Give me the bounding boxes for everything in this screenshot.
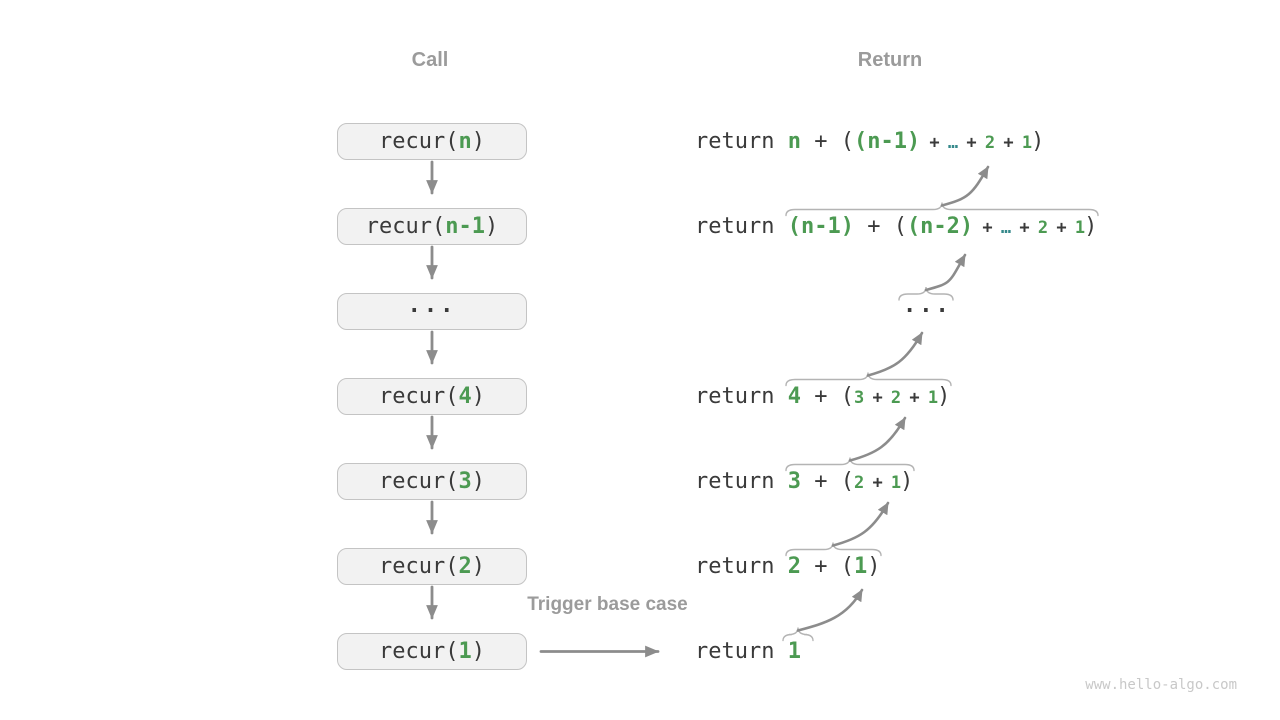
overbrace — [785, 457, 915, 472]
code-segment: + — [863, 472, 891, 493]
code-segment: return — [695, 468, 788, 494]
code-segment: recur( — [379, 128, 459, 154]
code-segment: return — [695, 553, 788, 579]
return-flow-arrow — [866, 331, 924, 377]
code-segment: return — [695, 213, 788, 239]
code-segment: 1 — [927, 387, 938, 408]
code-segment: 2 — [787, 553, 801, 579]
code-segment: 1 — [1021, 132, 1032, 153]
return-line: return n + ((n-1) + … + 2 + 1) — [695, 127, 1044, 157]
code-segment: (n-1) — [853, 128, 921, 154]
code-segment: ) — [484, 213, 499, 239]
code-segment: + — [863, 387, 891, 408]
code-segment: ) — [471, 468, 485, 494]
code-segment: n — [787, 128, 801, 154]
code-segment: ) — [1031, 128, 1045, 154]
code-segment: recur( — [365, 213, 446, 239]
code-segment: 1 — [787, 638, 801, 664]
code-segment: 1 — [458, 638, 472, 664]
code-segment: recur( — [379, 383, 459, 409]
code-segment: n — [458, 128, 472, 154]
code-segment: + — [920, 132, 948, 153]
return-flow-arrow — [796, 588, 864, 632]
code-segment: + — [994, 132, 1022, 153]
code-segment: return — [695, 383, 788, 409]
code-segment: + ( — [800, 553, 854, 579]
return-line: return 3 + (2 + 1) — [695, 467, 913, 497]
overbrace — [898, 286, 954, 301]
code-segment: 1 — [1074, 217, 1085, 238]
code-segment: ) — [471, 128, 485, 154]
code-segment: + — [900, 387, 928, 408]
code-segment: … — [947, 132, 958, 153]
code-segment: 2 — [984, 132, 995, 153]
code-segment: 3 — [787, 468, 801, 494]
code-segment: ) — [471, 553, 485, 579]
call-column-header: Call — [411, 49, 449, 71]
code-segment: recur( — [379, 553, 459, 579]
call-stack-box: recur(4) — [337, 378, 527, 415]
code-segment: + ( — [800, 383, 854, 409]
code-segment: (n-1) — [787, 213, 854, 239]
code-segment: 1 — [853, 553, 868, 579]
return-flow-arrow — [924, 253, 967, 292]
code-segment: + ( — [800, 468, 854, 494]
call-stack-box: recur(3) — [337, 463, 527, 500]
code-segment: 3 — [853, 387, 864, 408]
return-line: return 2 + (1) — [695, 552, 880, 582]
overbrace — [785, 372, 952, 387]
code-segment: return — [695, 128, 788, 154]
code-segment: ) — [471, 383, 485, 409]
return-line: return 4 + (3 + 2 + 1) — [695, 382, 950, 412]
code-segment: 3 — [458, 468, 472, 494]
code-segment: ) — [937, 383, 951, 409]
call-stack-box: recur(n-1) — [337, 208, 527, 245]
code-segment: + — [957, 132, 985, 153]
call-stack-box: recur(n) — [337, 123, 527, 160]
call-stack-box-ellipsis: ··· — [337, 293, 527, 330]
code-segment: (n-2) — [906, 213, 974, 239]
return-column-header: Return — [857, 49, 923, 71]
code-segment: + — [973, 217, 1001, 238]
code-segment: + — [1047, 217, 1075, 238]
call-stack-box: recur(2) — [337, 548, 527, 585]
return-line: return 1 — [695, 637, 801, 667]
code-segment: ) — [1084, 213, 1098, 239]
overbrace — [782, 627, 814, 642]
code-segment: … — [1000, 217, 1011, 238]
code-segment: 4 — [787, 383, 801, 409]
code-segment: ) — [867, 553, 881, 579]
code-segment: 2 — [853, 472, 864, 493]
code-segment: ··· — [903, 298, 952, 324]
code-segment: ) — [900, 468, 914, 494]
return-flow-arrow — [940, 165, 990, 207]
return-line-ellipsis: ··· — [903, 297, 952, 327]
code-segment: ··· — [407, 298, 457, 324]
return-flow-arrow — [848, 416, 907, 462]
overbrace — [785, 202, 1099, 217]
return-flow-arrow — [831, 501, 890, 547]
trigger-base-case-label: Trigger base case — [527, 594, 688, 615]
code-segment: recur( — [379, 468, 459, 494]
code-segment: recur( — [379, 638, 459, 664]
code-segment: + ( — [800, 128, 854, 154]
code-segment: 4 — [458, 383, 472, 409]
code-segment: 2 — [458, 553, 472, 579]
watermark: www.hello-algo.com — [1085, 677, 1237, 693]
code-segment: ) — [471, 638, 485, 664]
code-segment: + ( — [853, 213, 907, 239]
return-line: return (n-1) + ((n-2) + … + 2 + 1) — [695, 212, 1097, 242]
code-segment: 2 — [890, 387, 901, 408]
overbrace — [785, 542, 882, 557]
code-segment: 2 — [1037, 217, 1048, 238]
call-stack-box: recur(1) — [337, 633, 527, 670]
code-segment: n-1 — [445, 213, 485, 239]
code-segment: 1 — [890, 472, 901, 493]
code-segment: + — [1010, 217, 1038, 238]
code-segment: return — [695, 638, 788, 664]
